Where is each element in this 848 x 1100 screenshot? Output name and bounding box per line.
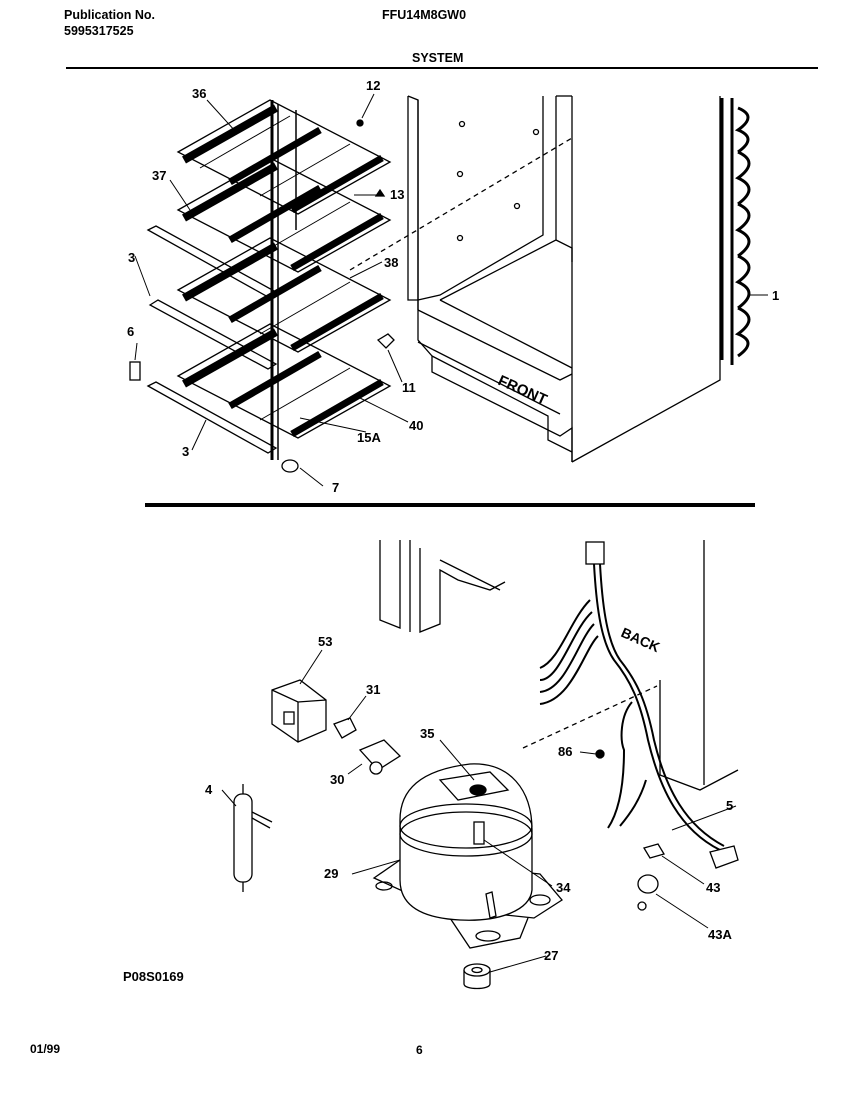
callout-29: 29 bbox=[324, 866, 338, 881]
compressor-part-29 bbox=[372, 763, 563, 949]
drier-part-4 bbox=[233, 784, 273, 892]
callout-35: 35 bbox=[420, 726, 434, 741]
callout-3-upper: 3 bbox=[128, 250, 135, 265]
footer-date: 01/99 bbox=[30, 1042, 61, 1056]
publication-label: Publication No. bbox=[64, 8, 155, 22]
clamp-part-7 bbox=[281, 459, 299, 473]
upper-diagram bbox=[129, 95, 751, 473]
evaporator-shelf-2 bbox=[176, 157, 392, 273]
callout-38: 38 bbox=[384, 255, 398, 270]
power-plug bbox=[709, 845, 739, 869]
callout-3-lower: 3 bbox=[182, 444, 189, 459]
callout-43: 43 bbox=[706, 880, 720, 895]
model-number: FFU14M8GW0 bbox=[382, 8, 467, 22]
callout-53: 53 bbox=[318, 634, 332, 649]
wiring-harness bbox=[539, 541, 725, 851]
shelf-hole bbox=[532, 128, 540, 136]
dashed-leader bbox=[349, 137, 573, 271]
callout-30: 30 bbox=[330, 772, 344, 787]
section-title: SYSTEM bbox=[412, 51, 464, 65]
evaporator-shelf-bottom bbox=[176, 323, 392, 439]
clip-part-6 bbox=[129, 361, 141, 381]
evaporator-shelf-3 bbox=[176, 237, 392, 353]
cabinet-back bbox=[379, 540, 739, 791]
clip-part-43 bbox=[643, 843, 665, 859]
shelf-hole bbox=[456, 234, 464, 242]
page-number: 6 bbox=[416, 1043, 423, 1057]
callout-34: 34 bbox=[556, 880, 571, 895]
lower-diagram bbox=[233, 540, 739, 990]
section-divider bbox=[145, 503, 755, 507]
upper-leaders bbox=[134, 93, 768, 487]
bracket-part-11 bbox=[376, 333, 395, 349]
callout-86: 86 bbox=[558, 744, 572, 759]
callout-13: 13 bbox=[390, 187, 404, 202]
header-rule bbox=[66, 67, 818, 69]
publication-number: 5995317525 bbox=[64, 24, 134, 38]
shelf-hole bbox=[458, 120, 466, 128]
condenser-coil bbox=[720, 98, 751, 365]
back-label: BACK bbox=[619, 624, 662, 655]
screw-part-86 bbox=[595, 749, 605, 759]
callout-6: 6 bbox=[127, 324, 134, 339]
lower-leaders bbox=[221, 649, 737, 973]
callout-5: 5 bbox=[726, 798, 733, 813]
grommet-part-27 bbox=[463, 963, 491, 990]
callout-4: 4 bbox=[205, 782, 213, 797]
shelf-rail-middle bbox=[148, 299, 278, 370]
shelf-hole bbox=[513, 202, 521, 210]
callout-37: 37 bbox=[152, 168, 166, 183]
callout-12: 12 bbox=[366, 78, 380, 93]
shelf-hole bbox=[456, 170, 464, 178]
clamp-part-43a bbox=[637, 874, 659, 894]
cover-part-31 bbox=[333, 717, 357, 739]
overload-part-30 bbox=[358, 739, 402, 775]
callout-1: 1 bbox=[772, 288, 779, 303]
relay-part-53 bbox=[271, 679, 327, 743]
callout-36: 36 bbox=[192, 86, 206, 101]
callout-40: 40 bbox=[409, 418, 423, 433]
screw-part-12 bbox=[356, 119, 364, 127]
callout-31: 31 bbox=[366, 682, 380, 697]
screw-part-43a bbox=[637, 901, 647, 911]
callout-11: 11 bbox=[402, 380, 416, 395]
callout-7: 7 bbox=[332, 480, 339, 495]
freezer-cabinet bbox=[407, 95, 721, 463]
shelf-rail-upper bbox=[146, 225, 278, 298]
callout-43a: 43A bbox=[708, 927, 732, 942]
callout-15a: 15A bbox=[357, 430, 381, 445]
callout-27: 27 bbox=[544, 948, 558, 963]
evaporator-shelf-top bbox=[176, 99, 392, 215]
shelf-rail-lower bbox=[146, 381, 278, 454]
diagram-code: P08S0169 bbox=[123, 969, 184, 984]
